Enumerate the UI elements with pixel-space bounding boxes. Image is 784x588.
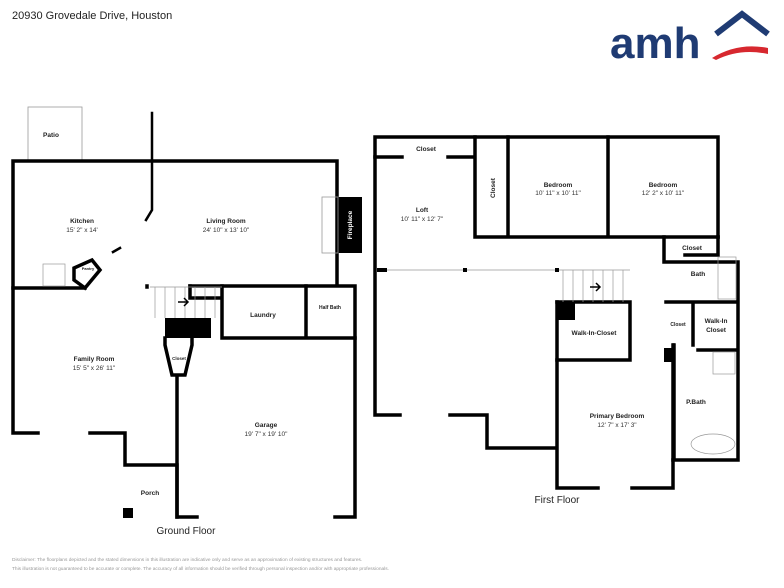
room-label: Fireplace	[347, 210, 354, 239]
rail-post	[555, 268, 559, 272]
room-dims: 10' 11" x 10' 11"	[535, 190, 581, 197]
room-dims: 15' 5" x 26' 11"	[73, 365, 116, 372]
first-floor-details	[380, 256, 737, 455]
column-block	[664, 348, 672, 362]
room-label: Closet	[670, 322, 686, 328]
room-label: Closet	[706, 327, 727, 334]
room-dims: 10' 11" x 12' 7"	[401, 216, 444, 223]
fireplace-block	[338, 197, 362, 253]
ground-floor-plan	[11, 106, 357, 519]
room-label: Primary Bedroom	[590, 413, 645, 420]
room-label: Closet	[416, 146, 437, 153]
ground-stairs	[42, 263, 222, 318]
stair-arrow-icon	[178, 297, 190, 307]
swoosh-icon	[712, 46, 768, 60]
floor-title: First Floor	[535, 495, 581, 506]
stair-landing	[165, 318, 211, 338]
disclaimer-line-2: This illustration is not guaranteed to b…	[12, 567, 389, 572]
room-label: Closet	[172, 356, 186, 361]
room-label: Bedroom	[544, 182, 573, 189]
logo-text: amh	[610, 19, 700, 64]
room-dims: 24' 10" x 13' 10"	[203, 227, 250, 234]
column-block	[557, 302, 575, 320]
room-dims: 12' 7" x 17' 3"	[597, 422, 637, 429]
room-label: P.Bath	[686, 399, 706, 406]
hearth	[321, 196, 339, 254]
room-label: Closet	[490, 177, 497, 198]
room-label: Bedroom	[649, 182, 678, 189]
room-label: Closet	[682, 245, 703, 252]
room-dims: 15' 2" x 14'	[66, 227, 98, 234]
room-label: Laundry	[250, 312, 276, 319]
roof-icon	[714, 10, 770, 37]
room-label: Walk-In	[705, 318, 728, 325]
room-label: Porch	[141, 490, 159, 497]
room-dims: 12' 2" x 10' 11"	[642, 190, 685, 197]
porch-column	[123, 508, 133, 518]
amh-logo: amh	[610, 10, 770, 64]
property-address: 20930 Grovedale Drive, Houston	[12, 10, 173, 22]
room-dims: 19' 7" x 19' 10"	[245, 431, 289, 438]
room-label: Half Bath	[319, 305, 341, 311]
floor-title: Ground Floor	[157, 526, 217, 537]
room-label: Kitchen	[70, 218, 94, 225]
stair-arrow-icon	[590, 282, 602, 292]
rail-post	[377, 268, 387, 272]
room-label: Pantry	[82, 266, 95, 271]
room-label: Living Room	[206, 218, 246, 225]
room-label: Bath	[691, 271, 705, 278]
first-floor-plan	[373, 135, 740, 490]
room-label: Garage	[255, 422, 278, 429]
room-label: Walk-In-Closet	[572, 330, 618, 337]
room-label: Loft	[416, 207, 429, 214]
disclaimer-line-1: Disclaimer: The floorplans depicted and …	[12, 558, 363, 563]
room-label: Patio	[43, 132, 59, 139]
rail-post	[463, 268, 467, 272]
room-label: Family Room	[74, 356, 115, 363]
